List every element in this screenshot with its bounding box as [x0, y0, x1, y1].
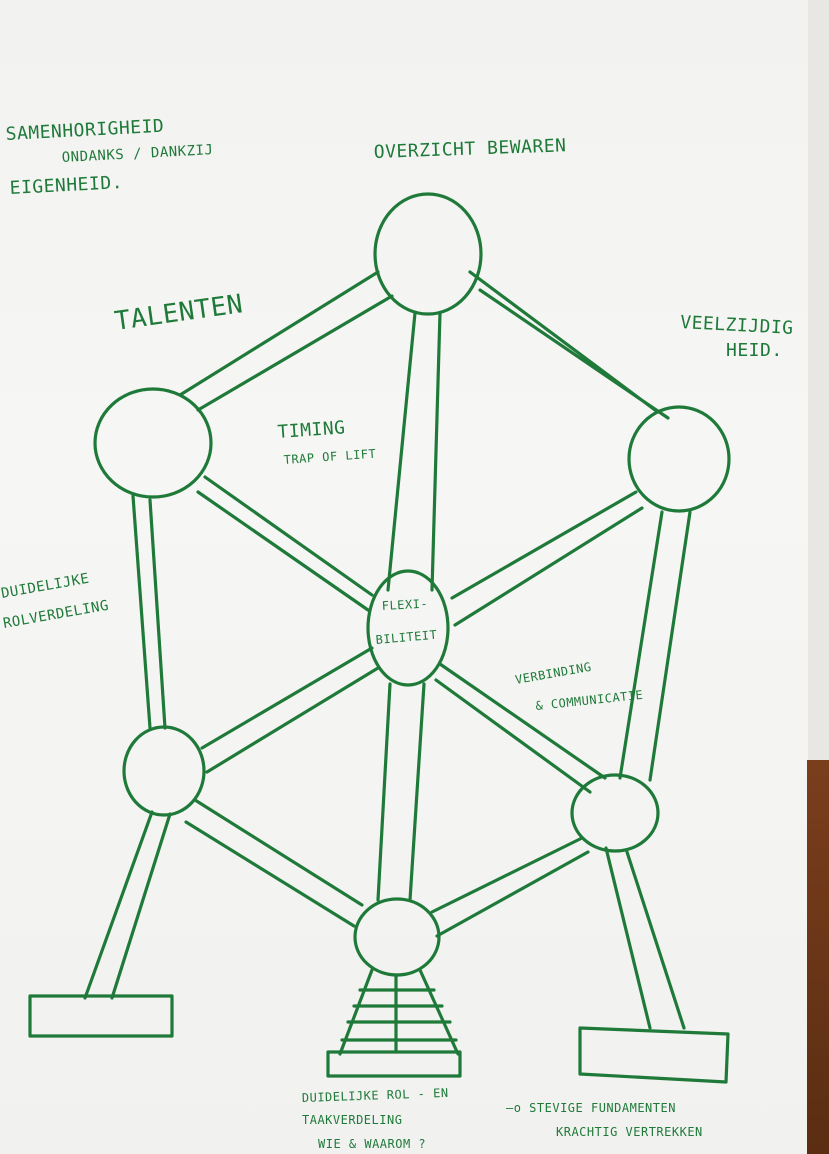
tube-top-left: [178, 270, 394, 412]
label-overzicht: OVERZICHT BEWAREN: [373, 135, 566, 163]
tube-right-center: [450, 490, 644, 627]
tube-left-lowerleft: [131, 494, 167, 730]
label-fundamenten-1: —o STEVIGE FUNDAMENTEN: [506, 1101, 676, 1115]
sphere-right: [627, 405, 731, 513]
label-fundamenten-2: KRACHTIG VERTREKKEN: [556, 1125, 703, 1139]
foundations: [28, 968, 730, 1084]
paper-sheet: [0, 0, 808, 1154]
label-flexi-1: FLEXI-: [381, 597, 428, 613]
tube-center-lowerleft: [200, 646, 380, 774]
label-timing-2: TRAP OF LIFT: [283, 447, 376, 467]
sphere-lower-right: [570, 773, 660, 853]
leg-right: [604, 846, 686, 1030]
sphere-bottom: [353, 897, 441, 977]
label-samenhorigheid-3: EIGENHEID.: [9, 172, 123, 199]
foundation-right: [578, 1026, 730, 1084]
wooden-easel-edge: [807, 760, 829, 1154]
label-flexi-2: BILITEIT: [375, 628, 438, 647]
label-verbinding-1: VERBINDING: [514, 660, 593, 687]
sphere-left: [93, 387, 213, 499]
label-veelzijdig-2: HEID.: [726, 340, 783, 361]
label-duidelijke-1: DUIDELIJKE: [0, 571, 91, 602]
stair-base: [338, 968, 460, 1056]
sphere-top: [373, 192, 483, 316]
tube-left-center: [196, 475, 374, 612]
label-timing-1: TIMING: [277, 417, 346, 443]
leg-left: [83, 810, 172, 1000]
label-samenhorigheid-1: SAMENHORIGHEID: [5, 116, 165, 145]
tube-top-right: [468, 270, 670, 420]
tube-lowerright-bottom: [430, 836, 590, 938]
tube-center-lowerright: [434, 662, 607, 794]
label-taak-3: WIE & WAAROM ?: [318, 1137, 426, 1151]
label-veelzijdig-1: VEELZIJDIG: [680, 312, 794, 339]
stair-platform: [326, 1050, 462, 1078]
spheres: [93, 192, 731, 977]
sphere-center: [366, 569, 450, 687]
label-talenten: TALENTEN: [113, 289, 245, 337]
label-samenhorigheid-2: ONDANKS / DANKZIJ: [61, 142, 213, 166]
tube-top-center: [386, 311, 442, 592]
foundation-left: [28, 994, 174, 1038]
label-duidelijke-2: ROLVERDELING: [2, 598, 110, 632]
tube-lowerleft-bottom: [184, 798, 364, 928]
sphere-lower-left: [122, 725, 206, 817]
label-verbinding-2: & COMMUNICATIE: [535, 688, 644, 713]
connector-tubes: [83, 270, 692, 1030]
label-taak-1: DUIDELIJKE ROL - EN: [302, 1086, 449, 1105]
tube-center-bottom: [376, 682, 426, 902]
label-taak-2: TAAKVERDELING: [302, 1113, 402, 1127]
tube-right-lowerright: [618, 510, 692, 782]
